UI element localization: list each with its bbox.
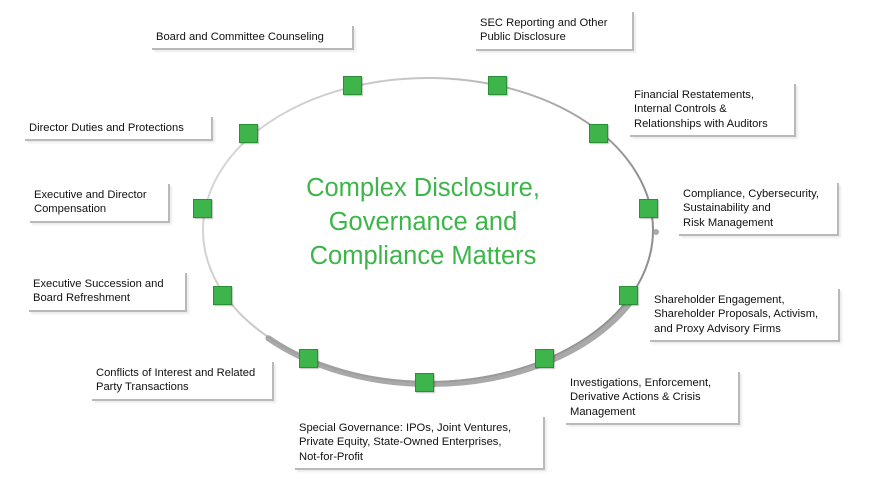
ring-node-share [619,286,638,305]
ring-node-conflicts [299,349,318,368]
label-succession: Executive Succession and Board Refreshme… [29,273,187,312]
center-title-line: Governance and [328,208,518,236]
label-line: Management [570,405,636,418]
label-line: Internal Controls & [634,103,727,116]
label-line: and Proxy Advisory Firms [654,322,781,335]
label-line: Investigations, Enforcement, [570,377,712,389]
label-line: Director Duties and Protections [29,122,184,134]
label-line: Shareholder Engagement, [654,294,785,306]
label-line: Financial Restatements, [634,89,755,101]
label-line: Party Transactions [96,381,189,394]
ring-node-special [415,373,434,392]
ring-node-sec [488,76,507,95]
label-duties: Director Duties and Protections [25,117,213,142]
label-line: Private Equity, State-Owned Enterprises, [299,436,502,449]
label-line: Relationships with Auditors [634,117,768,130]
label-line: SEC Reporting and Other [480,17,608,29]
ring-node-fin [589,124,608,143]
ring-node-succession [213,286,232,305]
label-line: Sustainability and [683,202,771,215]
label-comp: Compliance, Cybersecurity, Sustainabilit… [679,183,839,236]
label-line: Board Refreshment [33,292,131,305]
label-execcomp: Executive and Director Compensation [30,184,170,223]
center-title: Complex Disclosure, Governance and Compl… [255,171,591,273]
label-line: Compensation [34,203,107,216]
label-line: Derivative Actions & Crisis [570,391,701,404]
label-special: Special Governance: IPOs, Joint Ventures… [295,417,545,470]
label-line: Not-for-Profit [299,450,364,463]
center-title-line: Compliance Matters [309,242,537,270]
ring-node-board [343,76,362,95]
label-line: Risk Management [683,216,774,229]
label-line: Board and Committee Counseling [156,31,324,43]
label-line: Compliance, Cybersecurity, [683,188,819,200]
label-line: Executive and Director [34,189,147,201]
label-sec: SEC Reporting and Other Public Disclosur… [476,12,634,51]
ring-node-execcomp [193,199,212,218]
label-line: Shareholder Proposals, Activism, [654,308,819,321]
center-title-line: Complex Disclosure, [306,174,540,202]
label-board: Board and Committee Counseling [152,26,354,51]
label-line: Public Disclosure [480,31,566,44]
label-line: Special Governance: IPOs, Joint Ventures… [299,422,512,434]
ring-node-duties [239,124,258,143]
label-conflicts: Conflicts of Interest and Related Party … [92,362,274,401]
label-fin: Financial Restatements, Internal Control… [630,84,796,137]
label-inv: Investigations, Enforcement, Derivative … [566,372,740,425]
label-share: Shareholder Engagement, Shareholder Prop… [650,289,840,342]
ring-node-comp [639,199,658,218]
label-line: Conflicts of Interest and Related [96,367,256,379]
ring-node-inv [535,349,554,368]
label-line: Executive Succession and [33,278,164,290]
